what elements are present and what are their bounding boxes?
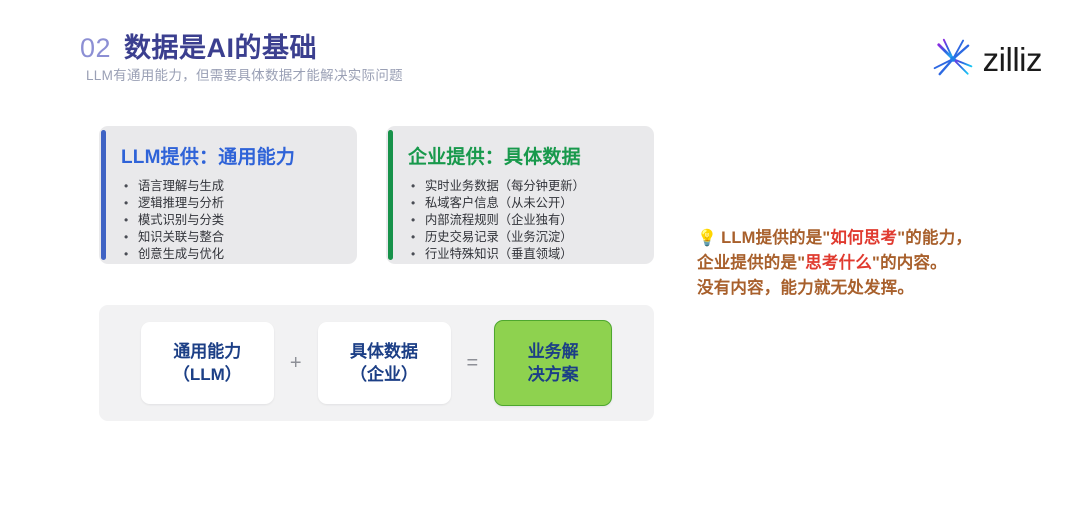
lightbulb-icon: 💡	[697, 230, 718, 247]
list-item: 内部流程规则（企业独有）	[408, 212, 636, 229]
list-item: 逻辑推理与分析	[121, 195, 339, 212]
equation-result-solution: 业务解 决方案	[494, 320, 613, 406]
list-item: 知识关联与整合	[121, 229, 339, 246]
callout-line-2-part-a: 企业提供的是"	[697, 254, 806, 272]
brand-logo: zilliz	[930, 36, 1043, 82]
card-enterprise-data: 企业提供：具体数据 实时业务数据（每分钟更新） 私域客户信息（从未公开） 内部流…	[386, 126, 654, 264]
logo-wordmark: zilliz	[982, 40, 1043, 78]
list-item: 行业特殊知识（垂直领域）	[408, 246, 636, 263]
list-item: 创意生成与优化	[121, 246, 339, 263]
equation-result-line1: 业务解	[527, 342, 579, 361]
section-title: 数据是AI的基础	[124, 33, 318, 63]
callout-line-2: 企业提供的是"思考什么"的内容。	[697, 251, 1047, 276]
operator-equals-icon: =	[466, 352, 479, 374]
equation-term-data: 具体数据 （企业）	[317, 322, 451, 404]
slide-header: 02 数据是AI的基础 LLM有通用能力，但需要具体数据才能解决实际问题	[0, 0, 1080, 100]
list-item: 模式识别与分类	[121, 212, 339, 229]
card-accent-bar	[101, 130, 106, 260]
callout-line-1-highlight: 如何思考	[830, 229, 898, 247]
callout-line-3: 没有内容，能力就无处发挥。	[697, 279, 915, 297]
callout-line-1: 💡LLM提供的是"如何思考"的能力，	[697, 226, 1047, 251]
operator-plus-icon: +	[289, 352, 302, 374]
equation-term-capability-line1: 通用能力	[173, 342, 242, 361]
starburst-icon	[930, 36, 976, 82]
insight-callout: 💡LLM提供的是"如何思考"的能力， 企业提供的是"思考什么"的内容。 没有内容…	[697, 226, 1047, 301]
list-item: 实时业务数据（每分钟更新）	[408, 178, 636, 195]
list-item: 语言理解与生成	[121, 178, 339, 195]
equation-term-data-line1: 具体数据	[350, 342, 418, 361]
card-llm-capabilities: LLM提供：通用能力 语言理解与生成 逻辑推理与分析 模式识别与分类 知识关联与…	[99, 126, 357, 264]
card-llm-title: LLM提供：通用能力	[121, 147, 296, 168]
card-enterprise-title: 企业提供：具体数据	[408, 147, 581, 168]
callout-line-2-part-b: "的内容。	[872, 254, 947, 272]
card-enterprise-list: 实时业务数据（每分钟更新） 私域客户信息（从未公开） 内部流程规则（企业独有） …	[408, 178, 636, 263]
page-subtitle: LLM有通用能力，但需要具体数据才能解决实际问题	[86, 68, 403, 83]
list-item: 历史交易记录（业务沉淀）	[408, 229, 636, 246]
card-accent-bar	[388, 130, 393, 260]
section-number: 02	[80, 33, 112, 63]
page-title: 02 数据是AI的基础	[80, 26, 317, 65]
equation-panel: 通用能力 （LLM） + 具体数据 （企业） = 业务解 决方案	[99, 305, 654, 421]
equation-term-data-line2: （企业）	[350, 365, 418, 384]
equation-term-capability-line2: （LLM）	[172, 365, 242, 384]
list-item: 私域客户信息（从未公开）	[408, 195, 636, 212]
callout-line-1-part-b: "的能力，	[897, 229, 973, 247]
equation-term-capability: 通用能力 （LLM）	[140, 322, 274, 404]
callout-line-1-part-a: LLM提供的是"	[721, 229, 831, 247]
callout-line-2-highlight: 思考什么	[805, 254, 873, 272]
card-llm-list: 语言理解与生成 逻辑推理与分析 模式识别与分类 知识关联与整合 创意生成与优化	[121, 178, 339, 263]
equation-result-line2: 决方案	[527, 365, 579, 384]
